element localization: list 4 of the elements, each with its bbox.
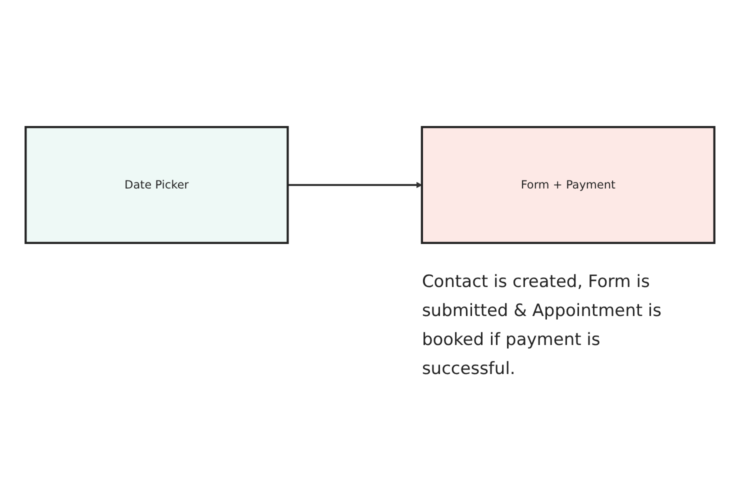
note-text: Contact is created, Form is submitted & Appointment is booked if payment is successful. <box>422 270 663 381</box>
node-box: Form + Payment <box>420 126 716 244</box>
node-box: Date Picker <box>24 126 289 244</box>
arrow <box>288 182 422 188</box>
